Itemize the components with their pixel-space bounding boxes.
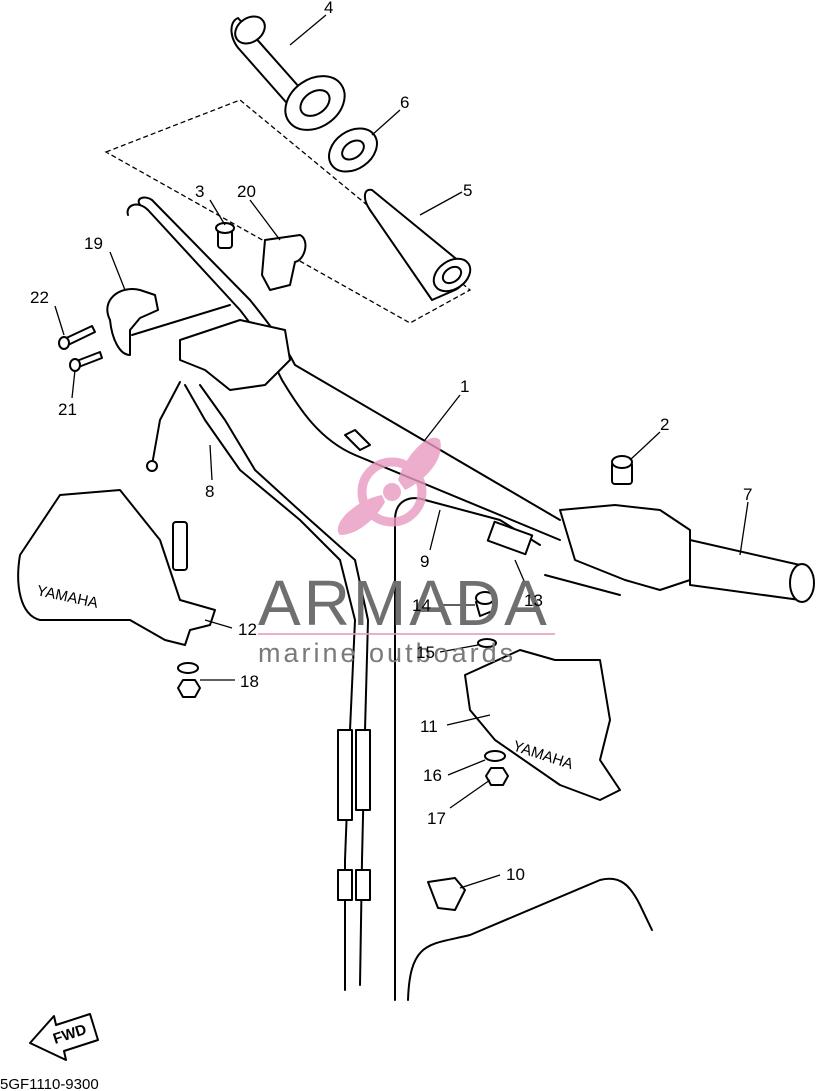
callout-10: 10 bbox=[506, 865, 525, 884]
watermark-logo-blade-top bbox=[398, 437, 441, 490]
control-cables bbox=[146, 381, 653, 1001]
throttle-tube bbox=[364, 188, 472, 301]
callout-16: 16 bbox=[423, 766, 442, 785]
forward-arrow: FWD bbox=[29, 1013, 99, 1061]
callout-3: 3 bbox=[195, 182, 204, 201]
watermark-title: ARMADA bbox=[258, 567, 550, 639]
callout-13: 13 bbox=[524, 591, 543, 610]
callout-15: 15 bbox=[416, 643, 435, 662]
watermark-logo-core bbox=[383, 483, 401, 501]
right-hand-guard bbox=[464, 591, 621, 801]
right-grip-assembly bbox=[544, 455, 815, 603]
watermark-logo bbox=[337, 437, 441, 535]
grip-reference-frame bbox=[104, 99, 472, 324]
callout-14: 14 bbox=[412, 596, 431, 615]
watermark-subtitle: marine outboards bbox=[258, 638, 516, 668]
callout-1: 1 bbox=[460, 377, 469, 396]
callout-22: 22 bbox=[30, 288, 49, 307]
callout-9: 9 bbox=[420, 552, 429, 571]
callout-11: 11 bbox=[420, 717, 438, 736]
callout-17: 17 bbox=[427, 809, 446, 828]
callout-4: 4 bbox=[324, 0, 333, 17]
left-hand-guard bbox=[17, 489, 216, 698]
callout-18: 18 bbox=[240, 672, 259, 691]
callout-7: 7 bbox=[743, 485, 752, 504]
callout-19: 19 bbox=[84, 234, 103, 253]
cable-clamp bbox=[427, 877, 466, 911]
watermark-logo-circle bbox=[357, 457, 427, 527]
callout-20: 20 bbox=[237, 182, 256, 201]
handlebar-holder bbox=[106, 222, 307, 391]
handlebar bbox=[126, 196, 561, 541]
watermark-logo-blade-left bbox=[337, 495, 385, 535]
grip-collar bbox=[328, 127, 378, 173]
callout-8: 8 bbox=[205, 482, 214, 501]
leader-lines bbox=[54, 14, 749, 889]
left-grip bbox=[230, 15, 346, 131]
callout-2: 2 bbox=[660, 415, 669, 434]
diagram-code: 5GF1110-9300 bbox=[0, 1076, 99, 1091]
holder-bolts bbox=[58, 325, 103, 372]
callout-21: 21 bbox=[58, 400, 77, 419]
callout-5: 5 bbox=[463, 181, 472, 200]
callout-12: 12 bbox=[238, 620, 257, 639]
callout-6: 6 bbox=[400, 93, 409, 112]
